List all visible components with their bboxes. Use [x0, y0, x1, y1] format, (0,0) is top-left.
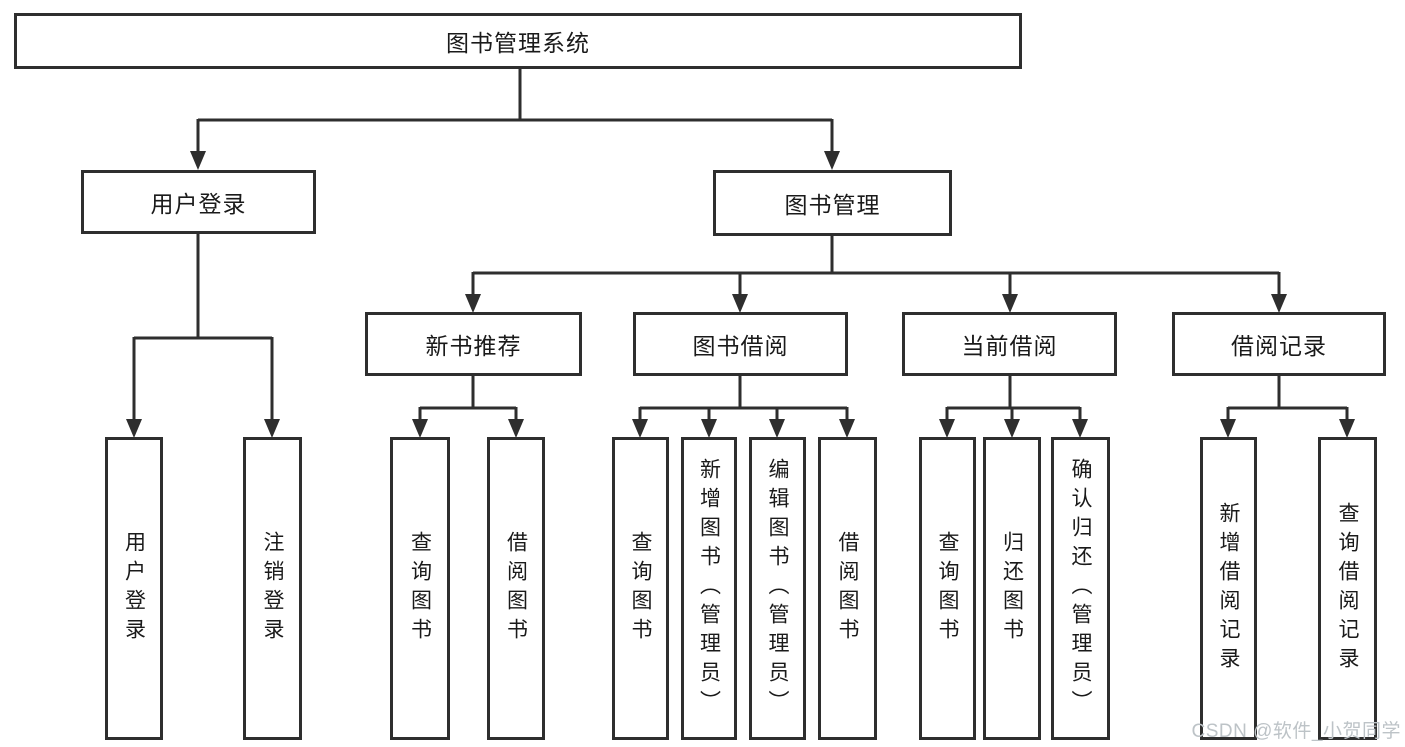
leaf-user-login: 用户登录 — [105, 437, 163, 740]
leaf-query-borrow-record-label: 查询借阅记录 — [1336, 501, 1359, 676]
leaf-edit-books-admin-label: 编辑图书（管理员） — [766, 458, 789, 719]
leaf-user-login-label: 用户登录 — [122, 530, 146, 647]
leaf-borrow-books-label: 借阅图书 — [836, 530, 859, 647]
leaf-add-borrow-record: 新增借阅记录 — [1200, 437, 1257, 740]
node-user-login: 用户登录 — [81, 170, 316, 234]
leaf-query-borrow-record: 查询借阅记录 — [1318, 437, 1377, 740]
leaf-recommend-query-books-label: 查询图书 — [408, 530, 432, 647]
node-borrow-records: 借阅记录 — [1172, 312, 1386, 376]
leaf-edit-books-admin: 编辑图书（管理员） — [749, 437, 806, 740]
node-book-borrow: 图书借阅 — [633, 312, 848, 376]
leaf-recommend-borrow-books-label: 借阅图书 — [504, 530, 528, 647]
leaf-current-query-books: 查询图书 — [919, 437, 976, 740]
leaf-borrow-books: 借阅图书 — [818, 437, 877, 740]
leaf-add-books-admin-label: 新增图书（管理员） — [697, 458, 721, 719]
csdn-watermark: CSDN @软件_小贺同学 — [1191, 721, 1401, 742]
node-new-book-recommend: 新书推荐 — [365, 312, 582, 376]
leaf-borrow-query-books: 查询图书 — [612, 437, 669, 740]
node-book-management: 图书管理 — [713, 170, 952, 236]
leaf-recommend-query-books: 查询图书 — [390, 437, 450, 740]
leaf-current-query-books-label: 查询图书 — [936, 530, 959, 647]
leaf-recommend-borrow-books: 借阅图书 — [487, 437, 545, 740]
leaf-return-books: 归还图书 — [983, 437, 1041, 740]
leaf-logout: 注销登录 — [243, 437, 302, 740]
leaf-logout-label: 注销登录 — [261, 530, 284, 647]
node-root-library-system: 图书管理系统 — [14, 13, 1022, 69]
leaf-confirm-return-admin: 确认归还（管理员） — [1051, 437, 1110, 740]
leaf-add-books-admin: 新增图书（管理员） — [681, 437, 737, 740]
leaf-add-borrow-record-label: 新增借阅记录 — [1217, 501, 1240, 676]
node-current-borrow: 当前借阅 — [902, 312, 1117, 376]
leaf-confirm-return-admin-label: 确认归还（管理员） — [1069, 458, 1092, 719]
leaf-borrow-query-books-label: 查询图书 — [629, 530, 652, 647]
leaf-return-books-label: 归还图书 — [1000, 530, 1024, 647]
